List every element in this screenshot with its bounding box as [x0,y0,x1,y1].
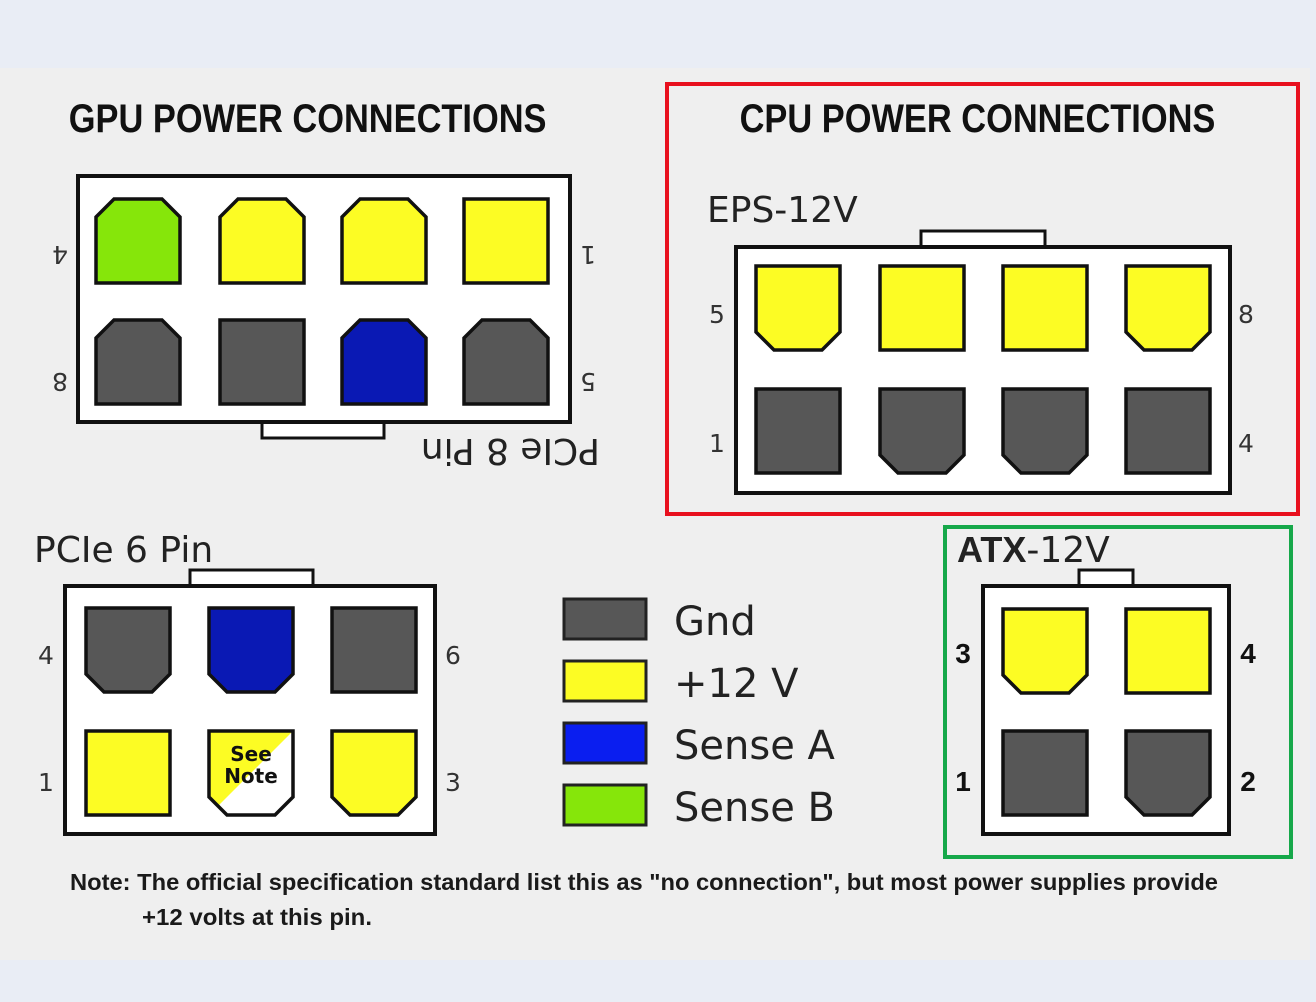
pin-number: 1 [580,240,596,269]
pin-number: 1 [955,766,971,797]
legend-swatch-gnd [562,597,648,641]
pin-gnd [754,387,842,475]
note-line-1: Note: The official specification standar… [70,869,1218,895]
eps12v-connector: 5 8 1 4 [709,229,1254,495]
pin-gnd [84,606,172,694]
pinout-diagram: GPU POWER CONNECTIONS CPU POWER CONNECTI… [0,68,1310,960]
legend-label: Gnd [674,599,756,645]
pin-v12 [218,197,306,285]
atx12v-label-rest: -12V [1026,530,1110,571]
pin-v12 [340,197,428,285]
pin-gnd [218,318,306,406]
legend-swatch-sense-b [562,783,648,827]
pin-gnd [94,318,182,406]
note-line-2: +12 volts at this pin. [142,904,372,930]
pin-v12 [84,729,172,817]
pin-number: 3 [445,768,461,797]
atx12v-latch-tab [1077,568,1135,588]
legend-swatch-sense-a [562,721,648,765]
pin-v12 [754,264,842,352]
atx-highlight-box [943,525,1293,859]
pin-number: 1 [709,429,725,458]
pin-v12 [462,197,550,285]
pin-gnd [462,318,550,406]
pin-gnd [1124,729,1212,817]
pin-number: 5 [709,300,725,329]
see-note-text: See [230,742,272,766]
pin-number: 5 [580,367,596,396]
legend-label: Sense A [674,723,836,769]
pcie8-connector: 4 1 8 5 [52,174,596,440]
pin-v12 [1124,607,1212,695]
pin-see-note [209,731,293,815]
pin-gnd [1124,387,1212,475]
pin-v12 [1124,264,1212,352]
pin-v12 [878,264,966,352]
pin-number: 6 [445,641,461,670]
legend: Gnd +12 V Sense A Sense B [562,597,836,831]
diagram-svg: GPU POWER CONNECTIONS CPU POWER CONNECTI… [34,82,1300,930]
pcie6-latch-tab [188,568,315,588]
pin-gnd [878,387,966,475]
pin-number: 3 [955,638,971,669]
pin-number: 4 [52,240,68,269]
pin-v12 [1001,607,1089,695]
pin-gnd [1001,387,1089,475]
legend-swatch--12-v [562,659,648,703]
eps12v-label: EPS-12V [707,190,858,231]
pin-v12 [330,729,418,817]
pin-number: 8 [1238,300,1254,329]
pcie6-label: PCIe 6 Pin [34,530,213,571]
pin-number: 4 [1240,638,1256,669]
pin-senseB [94,197,182,285]
see-note-text: Note [224,764,278,788]
atx12v-connector: 3 4 1 2 [955,568,1256,836]
pin-number: 4 [38,641,54,670]
pin-number: 4 [1238,429,1254,458]
pcie8-latch-tab [260,420,386,440]
cpu-highlight-box [665,82,1300,516]
pin-number: 8 [52,367,68,396]
pcie8-label: PCIe 8 Pin [421,430,600,471]
atx12v-label: ATX-12V [957,529,1110,571]
pin-number: 2 [1240,766,1256,797]
pin-v12 [1001,264,1089,352]
cpu-title: CPU POWER CONNECTIONS [740,96,1216,141]
pin-gnd [1001,729,1089,817]
eps12v-latch-tab [919,229,1047,249]
pin-outline [207,729,295,817]
pin-gnd [330,606,418,694]
atx12v-label-bold: ATX [957,529,1026,570]
pin-number: 1 [38,768,54,797]
gpu-title: GPU POWER CONNECTIONS [69,96,547,141]
legend-label: Sense B [674,785,835,831]
pin-senseA [340,318,428,406]
pin-v12-half [209,731,293,815]
legend-label: +12 V [674,661,799,707]
pin-senseA [207,606,295,694]
